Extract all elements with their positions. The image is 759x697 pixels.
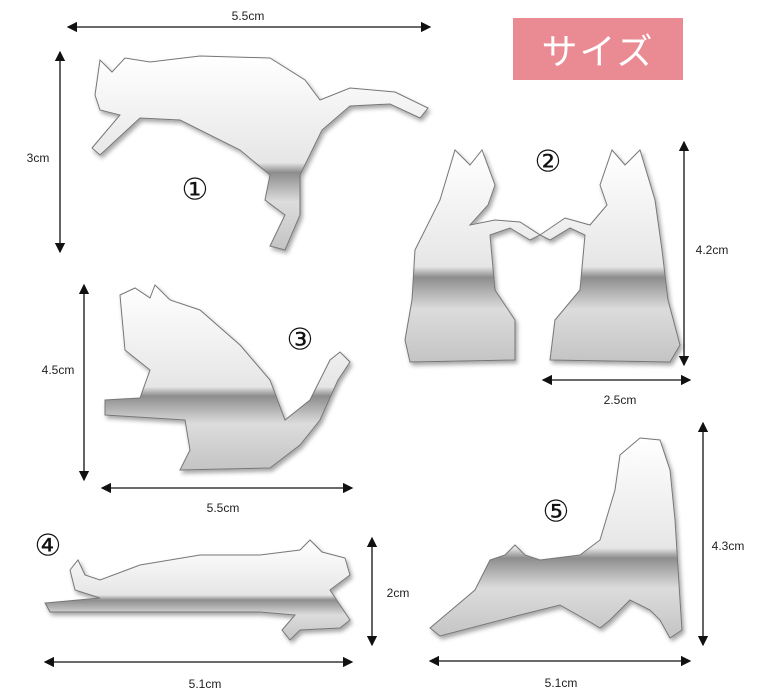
dimension-arrows	[43, 21, 709, 668]
item-number-3: ③	[286, 322, 314, 358]
cat-2-right	[539, 149, 681, 363]
height-label-3: 4.5cm	[41, 363, 75, 377]
width-label-2: 2.5cm	[603, 393, 637, 407]
height-label-5: 4.3cm	[711, 539, 745, 553]
height-label-2: 4.2cm	[695, 243, 729, 257]
item-number-2: ②	[534, 144, 562, 180]
height-label-4: 2cm	[386, 586, 410, 600]
cat-5-stretching	[429, 437, 683, 639]
item-number-5: ⑤	[542, 494, 570, 530]
cat-2-left	[404, 148, 542, 363]
item-number-4: ④	[34, 528, 62, 564]
size-badge: サイズ	[513, 18, 683, 80]
width-label-1: 5.5cm	[231, 9, 265, 23]
width-label-5: 5.1cm	[544, 676, 578, 690]
cat-1-leaping	[91, 55, 429, 251]
item-number-1: ①	[181, 172, 209, 208]
height-label-1: 3cm	[26, 151, 50, 165]
cat-3-sitting	[104, 284, 351, 471]
width-label-4: 5.1cm	[188, 677, 222, 691]
width-label-3: 5.5cm	[206, 501, 240, 515]
cat-4-lying	[44, 539, 351, 641]
